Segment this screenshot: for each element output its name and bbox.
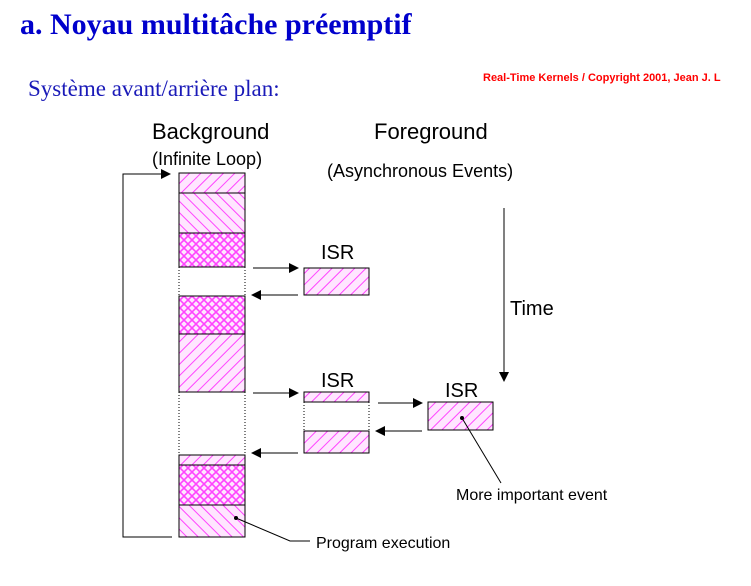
isr-block-3 bbox=[427, 401, 494, 431]
background-block bbox=[178, 333, 246, 393]
background-sublabel: (Infinite Loop) bbox=[152, 149, 262, 169]
more-important-event-label: More important event bbox=[456, 487, 608, 504]
background-block bbox=[178, 172, 246, 194]
background-block bbox=[178, 232, 246, 268]
foreground-label: Foreground bbox=[374, 119, 488, 144]
background-block bbox=[178, 192, 246, 234]
page-title: a. Noyau multitâche préemptif bbox=[20, 8, 412, 41]
isr-block-2b bbox=[303, 430, 370, 454]
foreground-sublabel: (Asynchronous Events) bbox=[327, 161, 513, 181]
isr-label-3: ISR bbox=[445, 380, 478, 402]
loop-return-arrow bbox=[122, 169, 172, 538]
background-block bbox=[178, 454, 246, 466]
background-block bbox=[178, 464, 246, 506]
isr-label-1: ISR bbox=[321, 242, 354, 264]
isr-block-1 bbox=[303, 267, 370, 296]
background-block bbox=[178, 295, 246, 335]
isr-block-2a bbox=[303, 391, 370, 403]
callout-line-important bbox=[461, 417, 502, 484]
program-execution-label: Program execution bbox=[316, 535, 450, 552]
callout-line-program bbox=[235, 517, 310, 542]
time-label: Time bbox=[510, 298, 554, 320]
isr-label-2: ISR bbox=[321, 370, 354, 392]
slide-subtitle: Système avant/arrière plan: bbox=[28, 76, 280, 101]
background-label: Background bbox=[152, 119, 269, 144]
background-block bbox=[178, 504, 246, 538]
copyright-notice: Real-Time Kernels / Copyright 2001, Jean… bbox=[483, 72, 721, 84]
